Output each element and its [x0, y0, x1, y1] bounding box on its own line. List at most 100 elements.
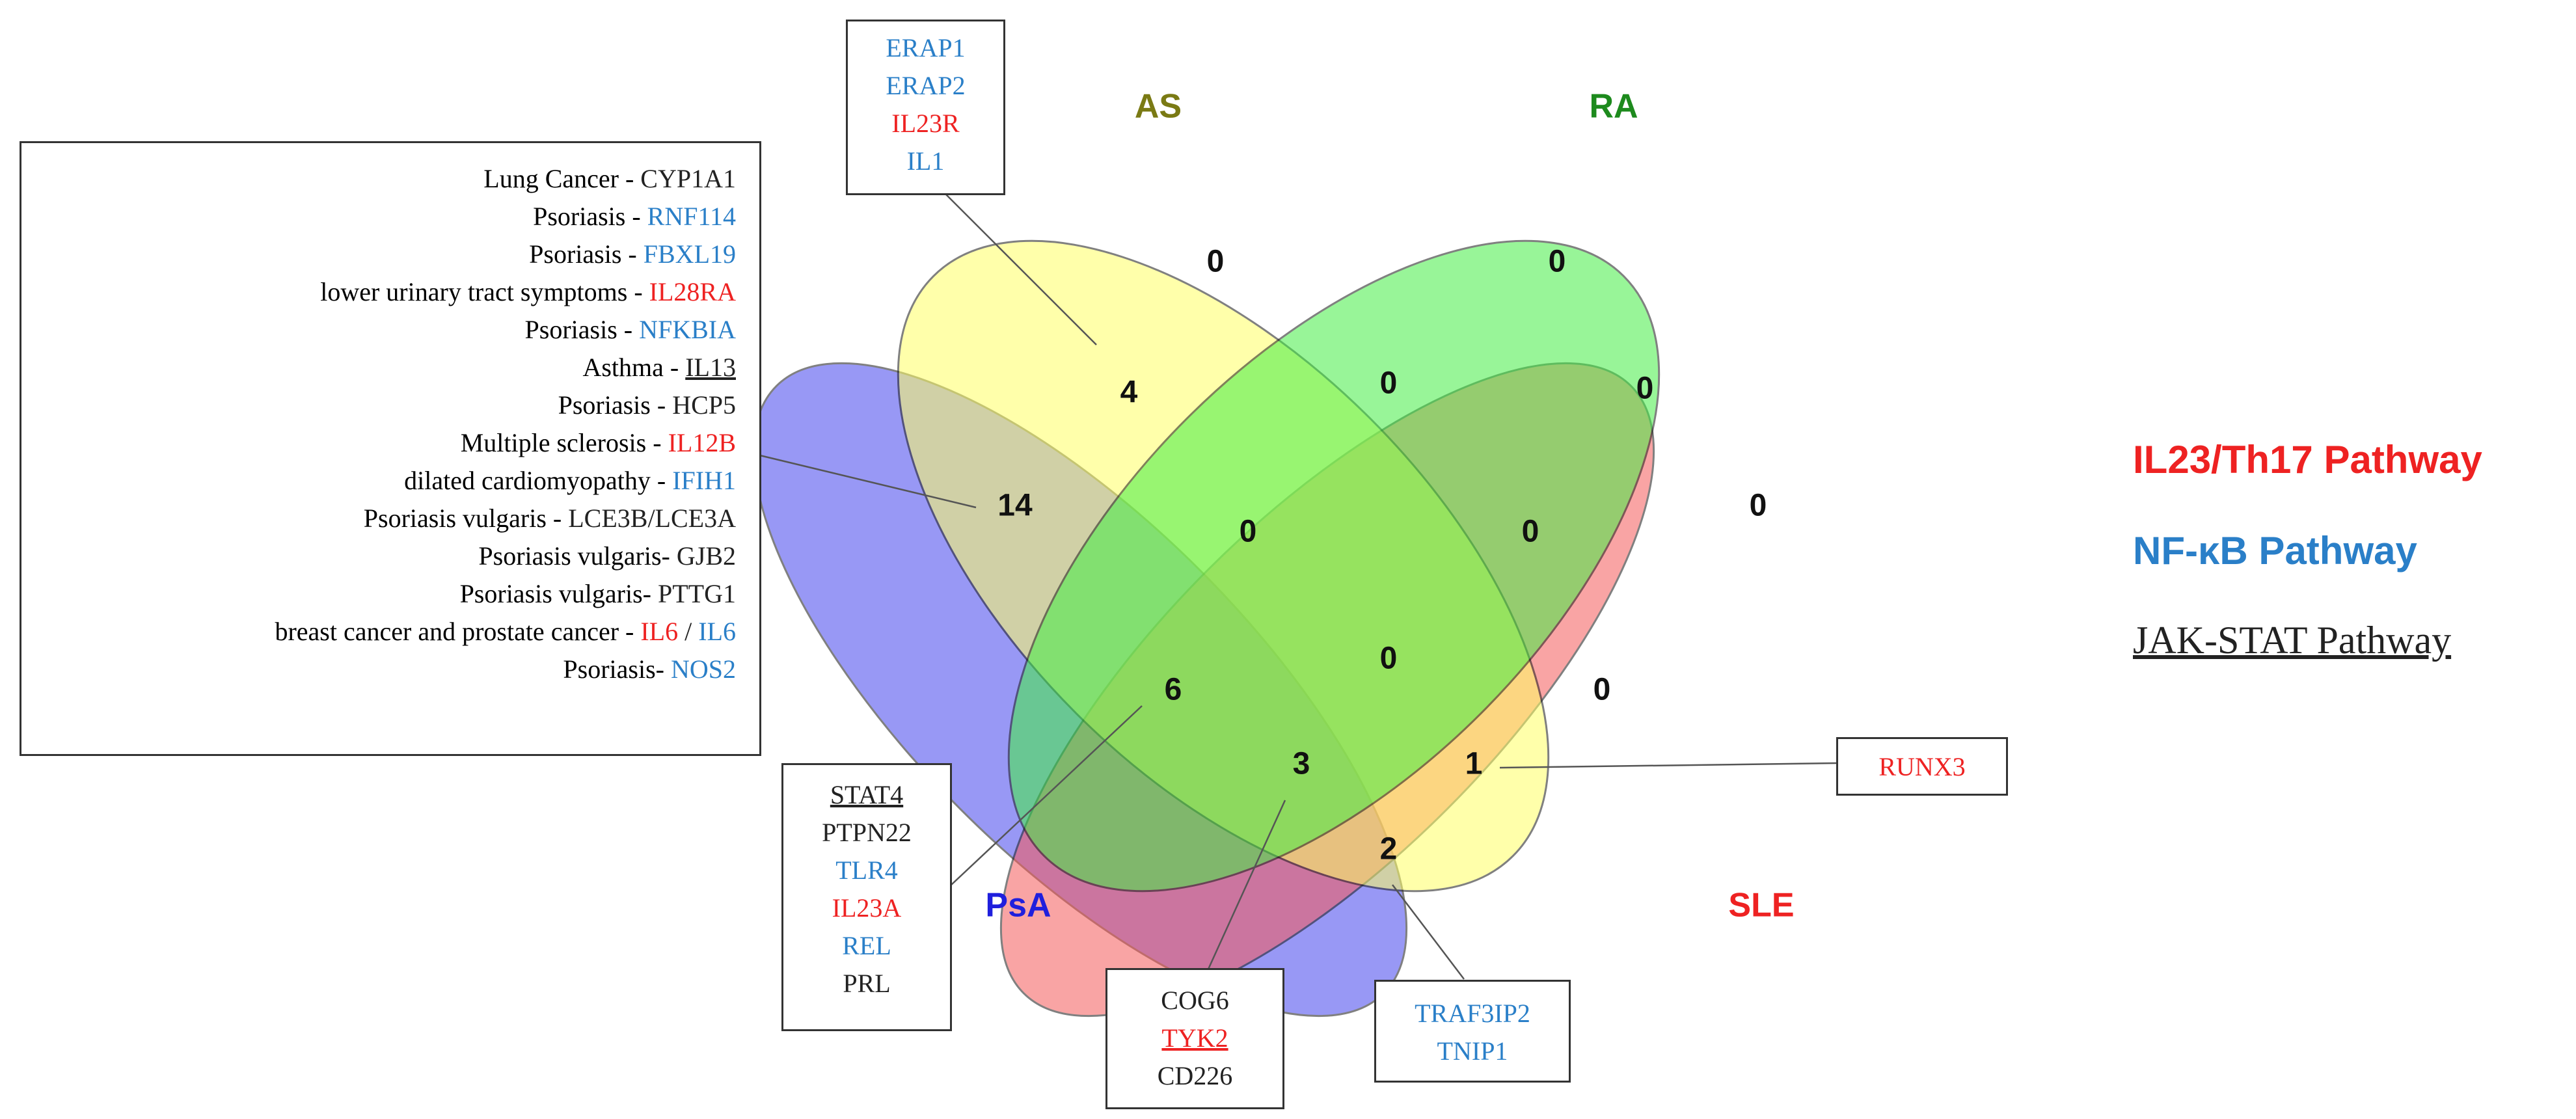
count-ra-sle: 0	[1636, 371, 1654, 406]
ra-ellipse	[1007, 239, 1661, 893]
count-as-psa: 4	[1120, 375, 1138, 410]
disease-label: Psoriasis -	[533, 202, 647, 231]
gene-row: Psoriasis - NFKBIA	[34, 311, 736, 349]
set-label-psa: PsA	[985, 887, 1051, 924]
leader-left	[759, 454, 977, 509]
gene-label: CYP1A1	[640, 164, 736, 193]
legend-jak-stat: JAK-STAT Pathway	[2133, 619, 2452, 662]
gene-row: REL	[783, 927, 950, 965]
gene-row: Psoriasis- NOS2	[34, 651, 736, 688]
set-label-sle: SLE	[1728, 887, 1794, 924]
gene-label: TNIP1	[1437, 1036, 1508, 1066]
disease-label: Psoriasis vulgaris-	[459, 579, 658, 608]
gene-label: IL23R	[891, 109, 960, 138]
disease-label: Psoriasis vulgaris -	[363, 504, 569, 533]
leader-one	[1499, 762, 1837, 769]
callout-as-psa-sle-genes: RUNX3	[1836, 737, 2008, 796]
gene-label: NOS2	[670, 654, 736, 684]
gene-separator: /	[678, 617, 699, 646]
gene-row: PTPN22	[783, 814, 950, 852]
gene-row: IL1	[848, 142, 1003, 180]
leader-top	[936, 185, 1097, 345]
gene-row: TRAF3IP2	[1376, 995, 1569, 1032]
gene-label: IL13	[685, 353, 736, 382]
gene-label: PTTG1	[658, 579, 736, 608]
count-as-sle: 0	[1593, 673, 1611, 707]
gene-row: Multiple sclerosis - IL12B	[34, 424, 736, 462]
gene-row: breast cancer and prostate cancer - IL6 …	[34, 613, 736, 651]
count-psa-sle: 2	[1380, 832, 1398, 867]
gene-row: CD226	[1107, 1057, 1282, 1095]
gene-row: PRL	[783, 965, 950, 1003]
disease-label: Psoriasis-	[563, 654, 671, 684]
gene-label: IL6	[698, 617, 736, 646]
gene-row: Psoriasis vulgaris- GJB2	[34, 537, 736, 575]
gene-label: STAT4	[830, 780, 904, 809]
gene-row: dilated cardiomyopathy - IFIH1	[34, 462, 736, 500]
gene-row: IL23R	[848, 105, 1003, 142]
count-psa-ra: 6	[1165, 673, 1182, 707]
gene-label: TLR4	[835, 856, 898, 885]
gene-label: CD226	[1157, 1061, 1233, 1090]
count-ra-only: 0	[1549, 245, 1566, 279]
gene-label: GJB2	[676, 541, 736, 571]
gene-label: RNF114	[647, 202, 736, 231]
leader-three	[1202, 800, 1286, 980]
disease-label: dilated cardiomyopathy -	[404, 466, 673, 495]
gene-label: PRL	[843, 969, 891, 998]
count-as-ra-psa: 0	[1240, 515, 1257, 549]
count-as-psa-sle: 1	[1465, 747, 1483, 781]
gene-label: TYK2	[1161, 1023, 1228, 1053]
gene-row: RUNX3	[1838, 748, 2006, 786]
disease-label: Psoriasis -	[558, 390, 673, 420]
gene-label: COG6	[1161, 986, 1229, 1015]
disease-label: Psoriasis -	[524, 315, 640, 344]
gene-label: NFKBIA	[639, 315, 736, 344]
legend-il23-th17: IL23/Th17 Pathway	[2133, 438, 2482, 481]
gene-row: Psoriasis vulgaris - LCE3B/LCE3A	[34, 500, 736, 537]
gene-label: HCP5	[672, 390, 736, 420]
count-as-only: 0	[1207, 245, 1225, 279]
disease-label: lower urinary tract symptoms -	[320, 277, 649, 306]
legend-nfkb: NF-κB Pathway	[2133, 529, 2417, 573]
disease-label: Asthma -	[582, 353, 686, 382]
gene-row: Psoriasis vulgaris- PTTG1	[34, 575, 736, 613]
gene-label: PTPN22	[822, 818, 912, 847]
gene-label: IL28RA	[649, 277, 736, 306]
gene-label: IL23A	[832, 893, 902, 923]
gene-row: IL23A	[783, 889, 950, 927]
gene-row: TNIP1	[1376, 1032, 1569, 1070]
count-sle-only: 0	[1750, 489, 1767, 523]
gene-label: RUNX3	[1878, 752, 1966, 781]
gene-label: ERAP2	[886, 71, 966, 100]
gene-row: TYK2	[1107, 1019, 1282, 1057]
gene-label: IL12B	[668, 428, 736, 457]
gene-label: TRAF3IP2	[1415, 999, 1530, 1028]
count-all-four: 0	[1380, 641, 1398, 676]
gene-row: COG6	[1107, 982, 1282, 1019]
gene-row: ERAP1	[848, 29, 1003, 67]
disease-label: Multiple sclerosis -	[460, 428, 668, 457]
disease-label: Lung Cancer -	[483, 164, 641, 193]
leader-psa-ra	[951, 705, 1143, 885]
disease-label: Psoriasis -	[529, 239, 644, 269]
gene-row: TLR4	[783, 852, 950, 889]
gene-label: IL1	[906, 146, 945, 176]
gene-label: ERAP1	[886, 33, 966, 62]
gene-row: STAT4	[783, 776, 950, 814]
count-as-ra: 0	[1380, 366, 1398, 401]
gene-label: REL	[842, 931, 891, 960]
gene-row: Psoriasis - FBXL19	[34, 236, 736, 273]
set-label-as: AS	[1135, 88, 1182, 126]
gene-row: Psoriasis - RNF114	[34, 198, 736, 236]
set-label-ra: RA	[1589, 88, 1638, 126]
gene-label: IL6	[640, 617, 679, 646]
gene-row: lower urinary tract symptoms - IL28RA	[34, 273, 736, 311]
gene-label: FBXL19	[643, 239, 736, 269]
leader-psa-sle	[1392, 884, 1465, 980]
